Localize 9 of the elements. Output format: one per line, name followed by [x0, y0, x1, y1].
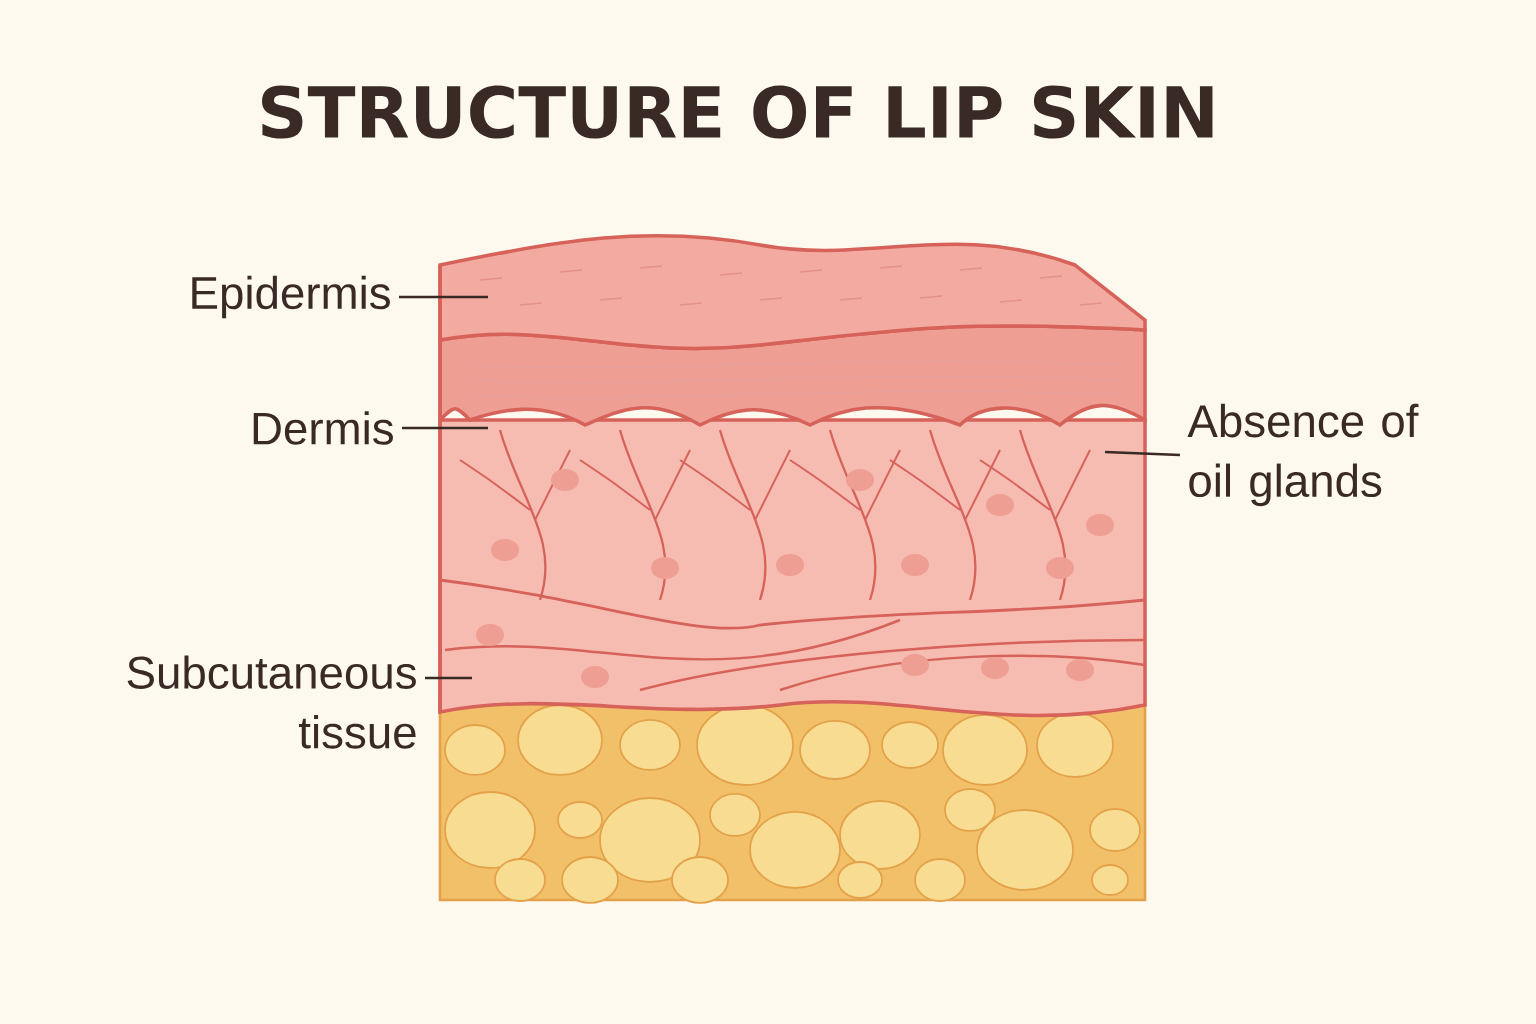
leader-line [399, 295, 488, 299]
title: STRUCTURE OF LIP SKIN [262, 85, 1213, 139]
part-label: Subcutaneous tissue [127, 655, 416, 749]
part-label: Epidermis [192, 275, 390, 319]
part-label: Dermis [253, 411, 393, 445]
leader-line [425, 676, 472, 680]
part-label: Absence of oil glands [1187, 403, 1419, 507]
leader-line [1104, 450, 1181, 457]
leader-line [402, 426, 488, 430]
